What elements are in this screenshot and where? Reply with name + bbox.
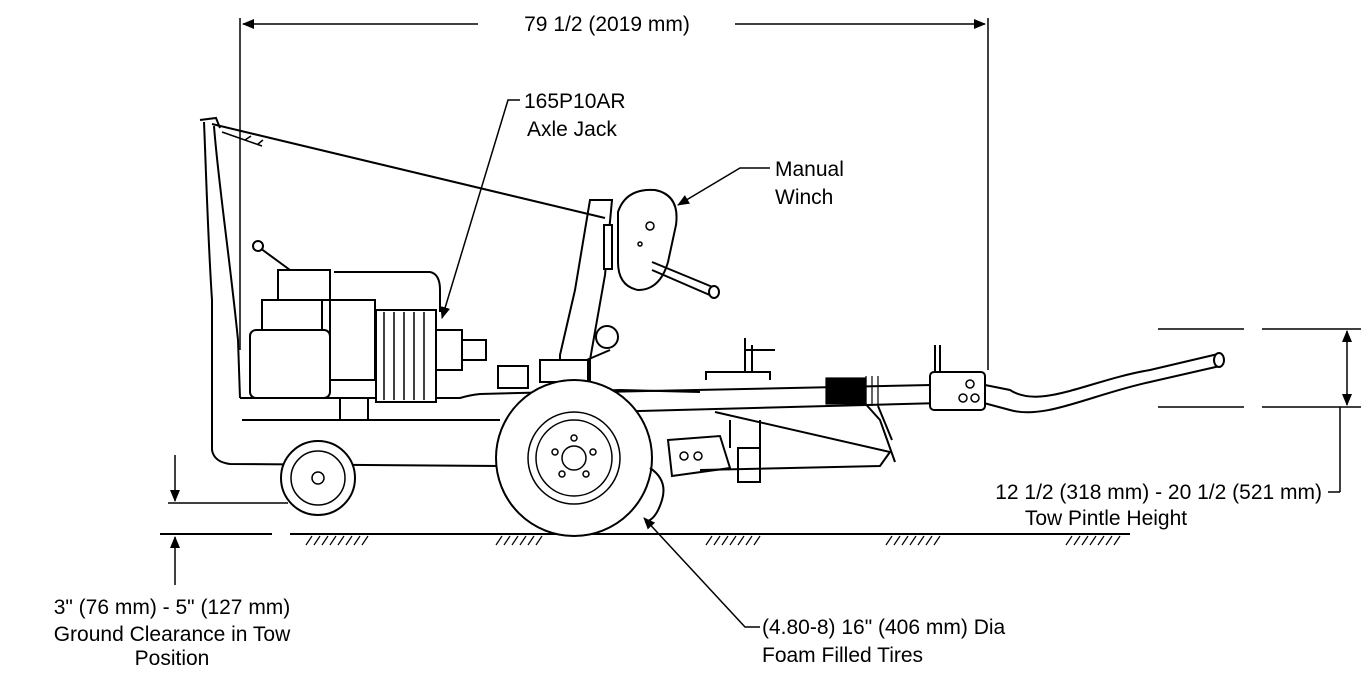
- overall-length-dimension: 79 1/2 (2019 mm): [239, 13, 989, 370]
- overall-length-label: 79 1/2 (2019 mm): [524, 13, 690, 36]
- engine-pump-unit: [249, 240, 529, 421]
- axle-jack-callout: 165P10AR Axle Jack: [440, 90, 626, 319]
- manual-winch-line-2: Winch: [775, 186, 833, 209]
- main-tire: [495, 379, 665, 537]
- ground-line: [160, 533, 1130, 546]
- pump-housing: [375, 309, 437, 403]
- winch-cable: [211, 123, 606, 219]
- winch-assembly: [539, 188, 720, 392]
- axle-jack-assembly: [666, 338, 892, 483]
- axle-jack-leader: [440, 99, 520, 319]
- manual-winch-body: [617, 188, 678, 292]
- ground-clearance-label-1: Ground Clearance in Tow: [54, 623, 291, 646]
- axle-jack-part-number: 165P10AR: [524, 90, 626, 113]
- coupler-hatch: [825, 376, 879, 406]
- manual-winch-callout: Manual Winch: [677, 158, 844, 209]
- ground-clearance-value: 3" (76 mm) - 5" (127 mm): [54, 596, 291, 619]
- pintle-height-label: Tow Pintle Height: [1025, 507, 1187, 530]
- pintle-height-value: 12 1/2 (318 mm) - 20 1/2 (521 mm): [995, 481, 1322, 504]
- caster-wheel: [280, 440, 356, 516]
- manual-winch-line-1: Manual: [775, 158, 844, 181]
- tires-callout: (4.80-8) 16" (406 mm) Dia Foam Filled Ti…: [643, 517, 1006, 667]
- tires-line-2: Foam Filled Tires: [762, 644, 923, 667]
- ground-hatching: [305, 535, 1121, 546]
- tires-leader: [643, 517, 760, 628]
- manual-winch-leader: [677, 167, 770, 206]
- pintle-height-dimension: 12 1/2 (318 mm) - 20 1/2 (521 mm) Tow Pi…: [995, 328, 1361, 530]
- tires-line-1: (4.80-8) 16" (406 mm) Dia: [762, 616, 1006, 639]
- ground-clearance-label-2: Position: [135, 647, 210, 668]
- engine-tank: [249, 329, 331, 399]
- axle-jack-name: Axle Jack: [527, 118, 617, 141]
- handle-mast-outer: [203, 121, 213, 398]
- handle-mast-inner: [213, 125, 241, 399]
- ground-clearance-dimension: 3" (76 mm) - 5" (127 mm) Ground Clearanc…: [54, 455, 291, 670]
